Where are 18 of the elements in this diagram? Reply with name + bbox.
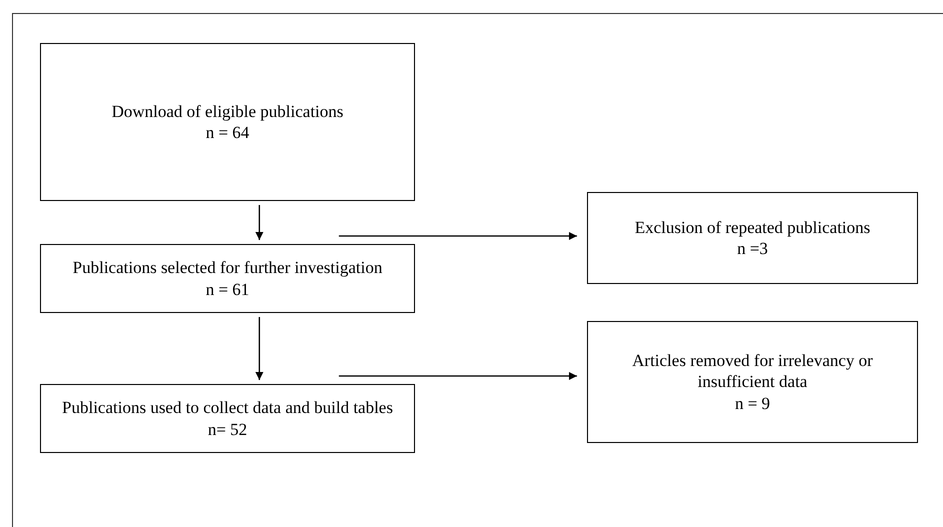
count-text: n = 64 xyxy=(206,122,250,144)
arrow xyxy=(255,317,264,380)
count-text: n = 9 xyxy=(734,392,770,414)
process-box xyxy=(40,43,415,201)
box-text: Exclusion of repeated publications xyxy=(634,216,870,238)
process-box xyxy=(587,192,918,284)
box-text: Download of eligible publications xyxy=(112,100,344,122)
count-text: n= 52 xyxy=(208,418,248,440)
arrow xyxy=(338,232,577,240)
process-box xyxy=(40,384,415,453)
box-text: Publications selected for further investigation xyxy=(72,257,382,278)
arrow xyxy=(338,372,577,380)
box-text: Publications used to collect data and build tables xyxy=(62,397,393,418)
process-box xyxy=(587,321,918,443)
count-text: n =3 xyxy=(737,238,768,260)
process-box xyxy=(40,244,415,313)
arrow xyxy=(255,205,264,240)
count-text: n = 61 xyxy=(206,278,250,300)
